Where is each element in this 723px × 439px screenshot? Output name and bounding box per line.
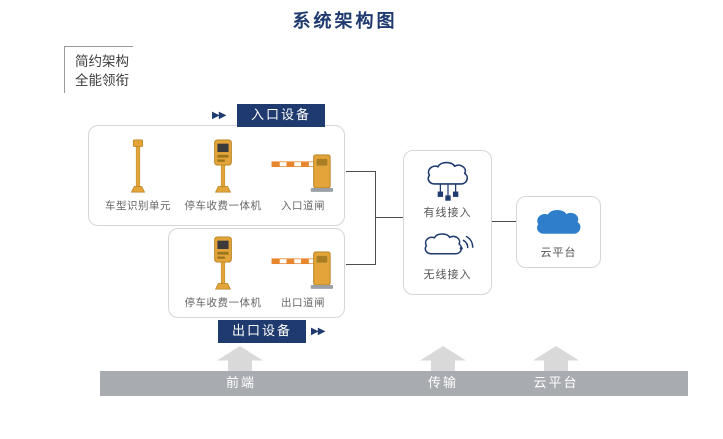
device-toll-machine-entrance: 停车收费一体机 xyxy=(183,139,263,213)
connector-line xyxy=(346,264,376,265)
transmission-box: 有线接入 无线接入 xyxy=(403,150,492,295)
toll-machine-icon xyxy=(183,236,263,290)
connector-line xyxy=(492,221,516,222)
tagline-line1: 简约架构 xyxy=(75,54,129,70)
cloud-wifi-icon xyxy=(422,229,474,263)
device-toll-machine-exit: 停车收费一体机 xyxy=(183,236,263,310)
wired-access-label: 有线接入 xyxy=(423,206,472,219)
bar-segment-frontend: 前端 xyxy=(225,376,256,391)
barrier-gate-icon xyxy=(267,139,339,193)
chevrons-right-icon: ▶▶ xyxy=(311,326,325,337)
exit-devices-box: 停车收费一体机 出口道闸 xyxy=(168,228,345,318)
tagline-line2: 全能领衔 xyxy=(75,73,129,89)
vehicle-recognition-icon xyxy=(98,139,178,193)
cloud-platform-box: 云平台 xyxy=(516,196,601,268)
connector-line xyxy=(375,171,376,265)
device-entrance-barrier: 入口道闸 xyxy=(267,139,339,213)
entrance-devices-box: 车型识别单元 停车收费一体机 入口道闸 xyxy=(88,125,345,226)
device-vehicle-recognition: 车型识别单元 xyxy=(98,139,178,213)
bar-segment-cloud: 云平台 xyxy=(533,376,579,391)
device-exit-barrier: 出口道闸 xyxy=(267,236,339,310)
device-label: 停车收费一体机 xyxy=(184,200,262,212)
device-label: 入口道闸 xyxy=(281,200,325,212)
chevrons-right-icon: ▶▶ xyxy=(212,110,226,121)
cloud-network-icon xyxy=(425,161,471,207)
device-label: 出口道闸 xyxy=(281,297,325,309)
barrier-gate-icon xyxy=(267,236,339,290)
device-label: 车型识别单元 xyxy=(105,200,171,212)
tagline: 简约架构 全能领衔 xyxy=(64,46,133,93)
toll-machine-icon xyxy=(183,139,263,193)
connector-line xyxy=(346,171,376,172)
entrance-equipment-badge: 入口设备 xyxy=(237,104,325,127)
bar-segment-transmission: 传输 xyxy=(427,376,458,391)
bottom-layer-bar xyxy=(100,371,688,396)
up-arrow-icon xyxy=(420,346,466,371)
wireless-access-label: 无线接入 xyxy=(423,268,472,281)
device-label: 停车收费一体机 xyxy=(184,297,262,309)
exit-equipment-badge: 出口设备 xyxy=(218,320,306,343)
cloud-icon xyxy=(533,204,585,242)
cloud-platform-label: 云平台 xyxy=(540,246,577,259)
up-arrow-icon xyxy=(533,346,579,371)
up-arrow-icon xyxy=(217,346,263,371)
page-title: 系统架构图 xyxy=(292,11,398,32)
connector-line xyxy=(376,217,403,218)
